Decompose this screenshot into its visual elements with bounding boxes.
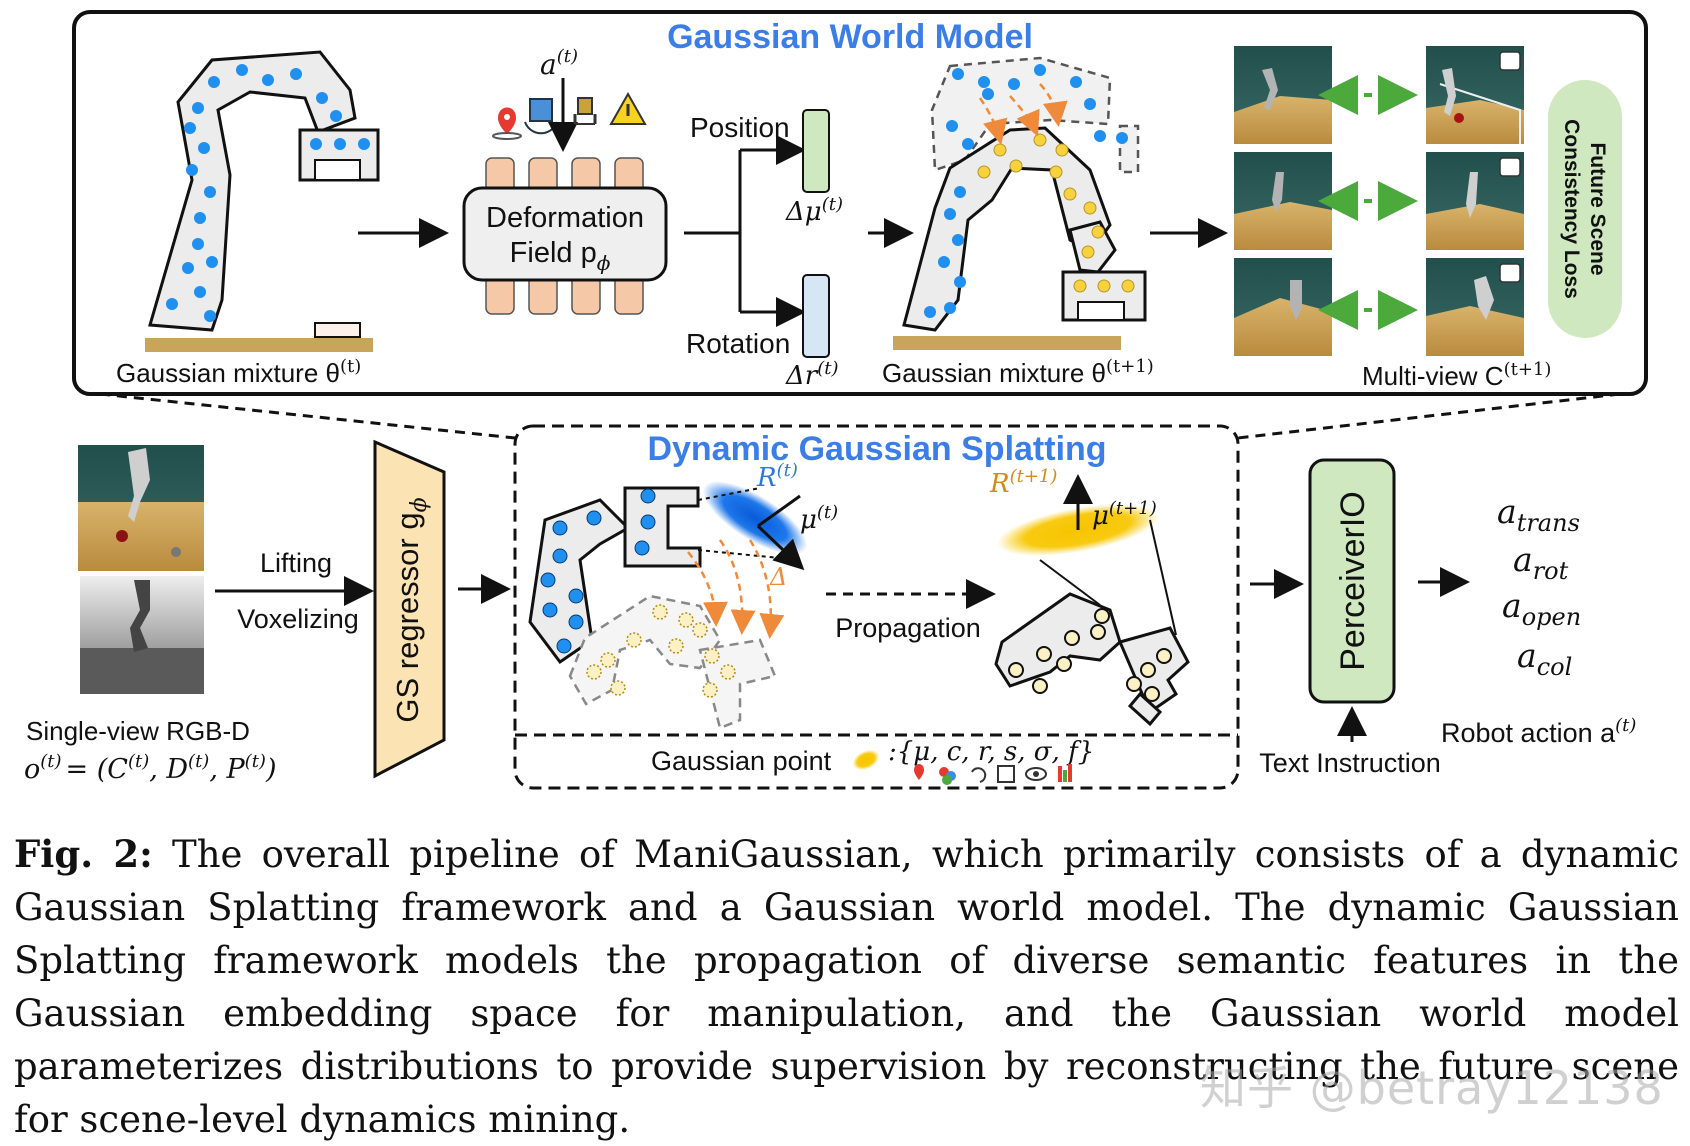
world-model-title: Gaussian World Model xyxy=(667,18,1033,56)
action-outputs: atrans arot aopen acol xyxy=(1497,492,1581,681)
action-rot: arot xyxy=(1513,540,1569,585)
perceiverio-label: PerceiverIO xyxy=(1334,491,1372,671)
single-view-label: Single-view RGB-D xyxy=(26,716,250,746)
gripper-gaussians-t xyxy=(528,486,702,665)
r-t-label: R(t) xyxy=(756,460,798,493)
gt-view-3 xyxy=(1426,258,1524,356)
gripper-gaussians-t1 xyxy=(994,592,1190,727)
rotation-label: Rotation xyxy=(686,328,790,359)
action-label: a(t) xyxy=(540,46,578,81)
world-model-box xyxy=(72,10,1648,396)
gaussian-point-label: Gaussian point xyxy=(651,746,832,776)
rotation-bar xyxy=(802,274,830,358)
rendered-view-3 xyxy=(1234,258,1332,356)
gripper-icon xyxy=(573,97,597,125)
rotate-cube-icon xyxy=(524,98,558,135)
text-instruction-label: Text Instruction xyxy=(1259,748,1441,778)
deformation-line1: Deformation xyxy=(486,202,644,234)
deformation-field: Deformation Field pϕ xyxy=(462,157,668,315)
location-pin-icon xyxy=(492,107,522,140)
obs-formula: o(t)= (C(t), D(t), P(t)) xyxy=(24,751,277,785)
mixture-t-label: Gaussian mixture θ(t) xyxy=(116,356,361,388)
gaussian-point-swatch xyxy=(852,749,880,771)
zoom-connector-right xyxy=(1237,392,1621,440)
camera-icon xyxy=(1499,51,1521,71)
zoom-connector-left xyxy=(99,392,516,440)
voxelizing-label: Voxelizing xyxy=(237,604,359,634)
mixture-t1-label: Gaussian mixture θ(t+1) xyxy=(882,356,1154,388)
input-depth-image xyxy=(80,576,204,694)
gt-view-1 xyxy=(1426,46,1524,144)
mu-t1-label: μ(t+1) xyxy=(1092,498,1157,531)
propagation-label: Propagation xyxy=(835,613,981,643)
consistency-loss-label: Future Scene Consistency Loss xyxy=(1560,119,1609,299)
perceiverio-block xyxy=(1308,458,1396,704)
position-icon xyxy=(914,764,924,780)
scale-icon xyxy=(997,765,1015,783)
caption-label: Fig. 2: xyxy=(14,832,153,876)
mu-t-label: μ(t) xyxy=(800,502,838,535)
rendered-view-2 xyxy=(1234,152,1332,250)
camera-icon xyxy=(1499,263,1521,283)
propagation-arrows xyxy=(687,539,785,639)
delta-label: Δ xyxy=(769,563,787,591)
action-open: aopen xyxy=(1502,586,1581,631)
watermark: 知乎 @betray12138 xyxy=(1200,1061,1664,1115)
mu-t-axis xyxy=(757,494,801,528)
camera-icon xyxy=(1499,157,1521,177)
gaussian-params: :{μ, c, r, s, σ, f} xyxy=(888,737,1094,767)
gaussian-ellipse-t xyxy=(702,481,808,555)
action-col: acol xyxy=(1517,636,1572,681)
gripper-gaussians-ghost xyxy=(568,594,777,730)
deformation-line2: Field pϕ xyxy=(510,237,611,275)
delta-r-label: Δr(t) xyxy=(785,358,839,391)
gs-regressor-label: GS regressor gϕ xyxy=(390,497,432,722)
r-t1-label: R(t+1) xyxy=(989,466,1057,499)
param-icons xyxy=(914,764,1072,785)
position-label: Position xyxy=(690,112,790,143)
feature-icon xyxy=(1058,766,1062,782)
opacity-icon xyxy=(1025,767,1047,781)
rotation-icon xyxy=(971,767,987,783)
lifting-label: Lifting xyxy=(260,548,332,578)
dynamic-gs-title: Dynamic Gaussian Splatting xyxy=(647,430,1106,468)
position-bar xyxy=(802,109,830,193)
multiview-images xyxy=(1234,46,1524,356)
svg-text:Future Scene: Future Scene xyxy=(1586,142,1609,275)
delta-arrow xyxy=(756,524,805,571)
gt-view-2 xyxy=(1426,152,1524,250)
svg-text:GS regressor gϕ: GS regressor gϕ xyxy=(390,497,432,722)
consistency-loss-pill xyxy=(1548,80,1622,338)
multiview-label: Multi-view C(t+1) xyxy=(1362,359,1551,391)
pipeline-figure: Gaussian World Model Gaussian mixture θ(… xyxy=(24,10,1648,790)
input-rgb-image xyxy=(78,445,204,571)
gs-regressor xyxy=(373,439,446,779)
svg-text:Consistency Loss: Consistency Loss xyxy=(1560,119,1583,299)
robot-gaussian-mixture-t1 xyxy=(893,56,1147,350)
svg-text:PerceiverIO: PerceiverIO xyxy=(1334,491,1372,671)
delta-mu-label: Δμ(t) xyxy=(785,194,843,227)
rendered-view-1 xyxy=(1234,46,1332,144)
branch-arrows xyxy=(684,135,806,327)
robot-action-label: Robot action a(t) xyxy=(1441,715,1636,748)
robot-gaussian-mixture-t xyxy=(145,50,380,352)
dynamic-gs-box xyxy=(513,424,1240,790)
caption-text: The overall pipeline of ManiGaussian, wh… xyxy=(14,833,1679,1141)
figure-caption: Fig. 2: The overall pipeline of ManiGaus… xyxy=(14,828,1679,1146)
collision-warning-icon xyxy=(609,91,647,125)
action-trans: atrans xyxy=(1497,492,1580,537)
